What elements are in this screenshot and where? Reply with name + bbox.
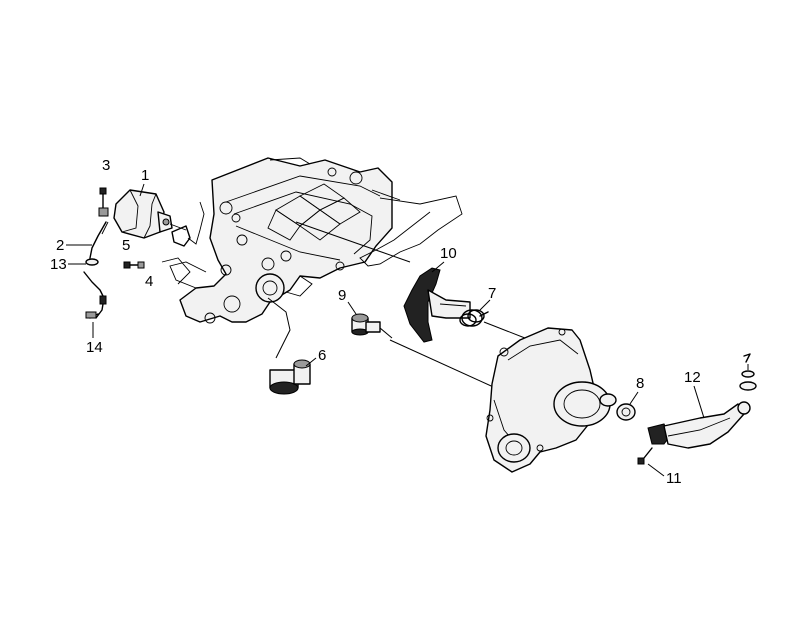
axis-line-upper: [295, 221, 411, 263]
axis-line-right: [483, 321, 531, 341]
crankcase: [161, 157, 393, 324]
kick-starter-lever: [647, 353, 757, 449]
callout-3: 3: [102, 157, 110, 174]
axis-line-lower: [389, 339, 501, 391]
crankcase-gasket: [359, 189, 463, 267]
callout-10: 10: [440, 245, 457, 262]
transmission-cover: [485, 327, 617, 473]
callout-13: 13: [50, 256, 67, 273]
callout-1: 1: [141, 167, 149, 184]
mount-bracket: [171, 225, 191, 247]
ground-cable: [83, 271, 107, 319]
callout-9: 9: [338, 287, 346, 304]
callout-labels: 1 3 2 13 5 4 14 6 9 10 7 8 12 11: [50, 157, 705, 487]
callout-7: 7: [488, 285, 496, 302]
callout-14: 14: [86, 339, 103, 356]
callout-2: 2: [56, 237, 64, 254]
starter-cable: [89, 221, 109, 259]
bolt-3: [98, 187, 109, 217]
kick-sector-gear: [403, 267, 471, 343]
callout-4: 4: [145, 273, 153, 290]
callout-11: 11: [666, 470, 682, 487]
washer-13: [85, 258, 99, 266]
spring-wire: [187, 201, 205, 245]
kick-spring: [459, 309, 489, 327]
oil-seal: [616, 403, 636, 421]
starter-gear: [267, 297, 311, 395]
bolt-4-5: [123, 261, 145, 269]
bolt-11: [637, 447, 653, 465]
starter-motor: [113, 189, 187, 239]
callout-8: 8: [636, 375, 644, 392]
kick-pinion: [351, 313, 393, 339]
callout-6: 6: [318, 347, 326, 364]
callout-5: 5: [122, 237, 130, 254]
callout-12: 12: [684, 369, 701, 386]
